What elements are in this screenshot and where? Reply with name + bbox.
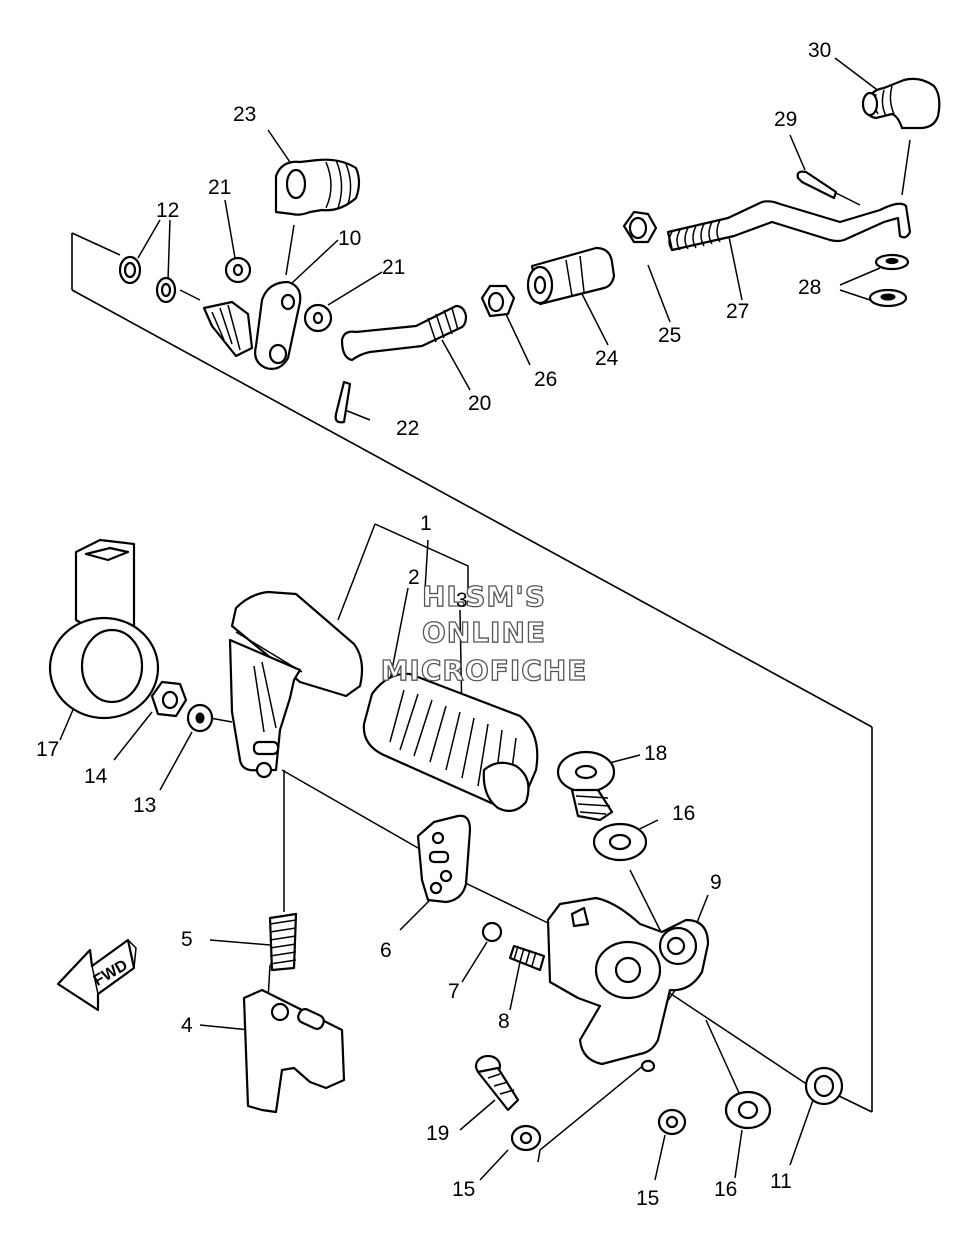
callout-6: 6	[380, 939, 392, 962]
part-11-washer	[804, 1066, 844, 1106]
callout-16a: 16	[672, 802, 695, 825]
part-23-boot	[274, 158, 361, 216]
part-5-spring	[268, 912, 298, 972]
watermark-line-3: MICROFICHE	[381, 654, 588, 687]
callout-29: 29	[774, 108, 797, 131]
part-12-rings	[118, 255, 177, 304]
callout-15a: 15	[452, 1178, 475, 1201]
callout-4: 4	[181, 1014, 193, 1037]
part-19-bolt	[474, 1054, 520, 1112]
callout-9: 9	[710, 871, 722, 894]
callout-24: 24	[595, 347, 619, 370]
part-29-cotter-pin	[796, 170, 838, 200]
callout-13: 13	[133, 794, 156, 817]
part-27-rod	[666, 200, 912, 252]
callout-1: 1	[420, 512, 432, 535]
callout-5: 5	[181, 928, 193, 951]
watermark: HLSM'S ONLINE MICROFICHE	[380, 579, 588, 687]
part-4-bracket	[242, 988, 346, 1114]
part-7-ball	[481, 921, 503, 943]
part-8-spring	[508, 944, 546, 972]
callout-19: 19	[426, 1122, 449, 1145]
callout-3: 3	[456, 589, 468, 612]
callout-7: 7	[448, 980, 460, 1003]
callout-14: 14	[84, 765, 108, 788]
callout-20: 20	[468, 392, 491, 415]
callout-16b: 16	[714, 1178, 737, 1201]
callout-12: 12	[156, 199, 179, 222]
watermark-line-2: ONLINE	[422, 616, 546, 649]
part-16-washer-lower	[724, 1090, 772, 1130]
part-30-boot	[861, 77, 941, 130]
callout-2: 2	[408, 566, 420, 589]
callout-28: 28	[798, 276, 821, 299]
part-6-plate	[416, 814, 472, 904]
watermark-line-1: HLSM'S	[422, 580, 546, 613]
callout-17: 17	[36, 738, 59, 761]
callout-labels: 30 29 23 21 12 10 21 28 27 25 24 26 20 2…	[36, 39, 831, 1210]
callout-8: 8	[498, 1010, 510, 1033]
part-3-handle-lever	[228, 638, 302, 779]
callout-15b: 15	[636, 1187, 659, 1210]
callout-23: 23	[233, 103, 256, 126]
part-26-nut	[480, 284, 516, 318]
part-22-cotter-pin	[334, 380, 352, 424]
callout-18: 18	[644, 742, 667, 765]
group-frame-lines	[71, 232, 873, 1113]
part-18-screw	[556, 750, 616, 822]
part-14-nut	[150, 680, 188, 718]
callout-11: 11	[770, 1170, 792, 1193]
part-28-washers	[868, 253, 910, 308]
fwd-arrow: FWD	[56, 938, 137, 1012]
callout-21b: 21	[382, 256, 405, 279]
part-13-washer	[186, 703, 214, 733]
part-17-lever	[48, 538, 160, 720]
part-10-lever	[202, 280, 302, 370]
part-25-nut	[622, 210, 658, 244]
part-21-washers	[224, 256, 333, 333]
part-15-washers	[510, 1108, 687, 1152]
part-2-grip	[362, 672, 539, 813]
callout-22: 22	[396, 417, 419, 440]
part-9-housing	[546, 896, 710, 1073]
callout-25: 25	[658, 324, 681, 347]
callout-30: 30	[808, 39, 831, 62]
callout-26: 26	[534, 368, 557, 391]
callout-10: 10	[338, 227, 361, 250]
part-24-joint	[526, 246, 616, 306]
callout-21a: 21	[208, 176, 231, 199]
callout-27: 27	[726, 300, 749, 323]
part-20-rod	[340, 304, 468, 362]
part-16-washer-upper	[592, 822, 648, 862]
